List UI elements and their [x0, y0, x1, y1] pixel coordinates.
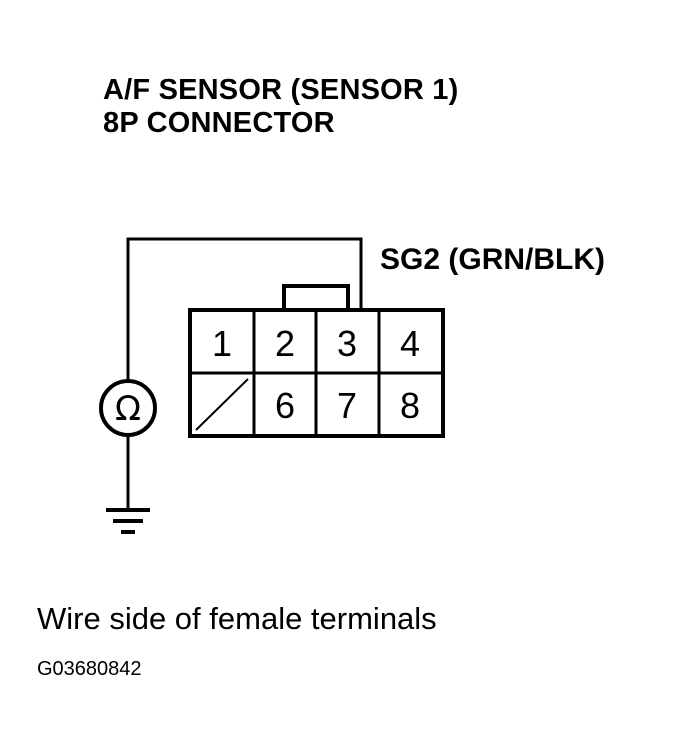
pin-1: 1 — [212, 323, 232, 364]
connector-body — [188, 308, 445, 438]
pin-8: 8 — [400, 385, 420, 426]
pin-6: 6 — [275, 385, 295, 426]
ohm-symbol: Ω — [115, 389, 141, 429]
pin-label-sg2: SG2 (GRN/BLK) — [380, 243, 605, 276]
blank-cavity-mark — [195, 378, 249, 431]
title-line-1: A/F SENSOR (SENSOR 1) — [103, 74, 459, 106]
pin-4: 4 — [400, 323, 420, 364]
ohmmeter-icon: Ω — [99, 379, 157, 437]
connector-lock-tab — [282, 284, 350, 312]
test-lead-wire — [126, 237, 363, 383]
title-line-2: 8P CONNECTOR — [103, 107, 335, 139]
pin-2: 2 — [275, 323, 295, 364]
pin-3: 3 — [337, 323, 357, 364]
figure-id: G03680842 — [37, 658, 142, 680]
pin-7: 7 — [337, 385, 357, 426]
ground-icon — [106, 508, 150, 534]
caption: Wire side of female terminals — [37, 601, 437, 636]
